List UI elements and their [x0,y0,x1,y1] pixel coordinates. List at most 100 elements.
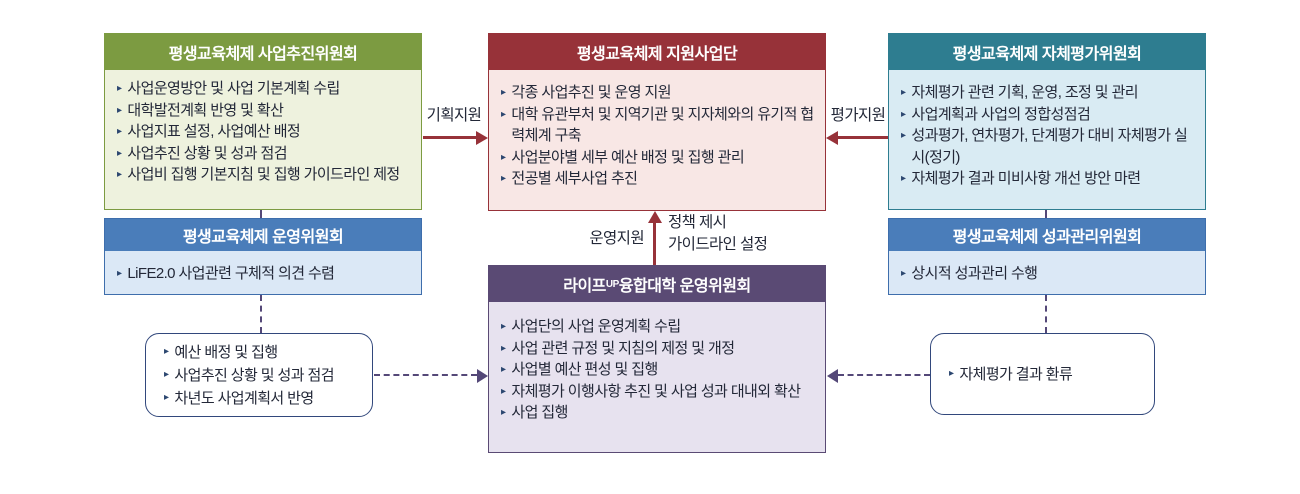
list-item: ▸ 사업단의 사업 운영계획 수립 [501,316,815,338]
connector-promotion-operating [260,210,262,218]
bullet-icon: ▸ [501,364,506,375]
bullet-icon: ▸ [901,173,906,184]
bullet-icon: ▸ [164,368,169,380]
item-text: 사업단의 사업 운영계획 수립 [511,318,681,335]
list-item: ▸ 자체평가 관련 기획, 운영, 조정 및 관리 [901,82,1195,104]
connector-budget-lifeup-head-icon [477,368,488,383]
note-budget: ▸ 예산 배정 및 집행 ▸ 사업추진 상황 및 성과 점검 ▸차년도 사업계획서 반영 [145,333,373,417]
bullet-icon: ▸ [501,151,506,163]
connector-operating-budget-dashed [260,295,262,333]
label-policy-line2: 가이드라인 설정 [668,236,768,253]
box-operating-committee: 평생교육체제 운영위원회 ▸ LiFE2.0 사업관련 구체적 의견 수렴 [104,218,422,295]
bullet-icon: ▸ [117,126,122,137]
connector-feedback-lifeup-dashed [838,374,930,376]
label-operation-support: 운영지원 [589,230,644,247]
box-performance-list: ▸상시적 성과관리 수행 [889,251,1205,294]
item-text: 전공별 세부사업 추진 [511,170,638,187]
item-text: 대학발전계획 반영 및 확산 [127,101,284,119]
bullet-icon: ▸ [501,321,506,332]
list-item: ▸차년도 사업계획서 반영 [164,387,362,410]
bullet-icon: ▸ [117,267,122,279]
list-item: ▸ 사업지표 설정, 사업예산 배정 [117,121,411,143]
item-text: 사업분야별 세부 예산 배정 및 집행 관리 [511,148,745,166]
item-text: 사업비 집행 기본지침 및 집행 가이드라인 제정 [127,166,400,183]
list-item: ▸ 각종 사업추진 및 운영 지원 [501,82,815,104]
box-lifeup-title-suffix: 융합대학 운영위원회 [618,278,751,295]
item-text: LiFE2.0 사업관련 구체적 의견 수렴 [127,264,335,282]
list-item: ▸ 사업운영방안 및 사업 기본계획 수립 [117,78,411,100]
box-support-group: 평생교육체제 지원사업단 ▸ 각종 사업추진 및 운영 지원 ▸대학 유관부처 및 … [488,33,826,211]
note-feedback-list: ▸ 자체평가 결과 환류 [949,363,1144,386]
arrow-planning-line [423,136,478,139]
bullet-icon: ▸ [901,130,906,141]
bullet-icon: ▸ [949,367,954,379]
bullet-icon: ▸ [501,407,506,418]
bullet-icon: ▸ [117,104,122,116]
list-item: ▸ 성과평가, 연차평가, 단계평가 대비 자체평가 실시(정기) [901,125,1195,168]
bullet-icon: ▸ [901,108,906,120]
item-text: 자체평가 결과 환류 [959,365,1073,383]
list-item: ▸ 자체평가 결과 환류 [949,363,1144,386]
connector-selfeval-performance [1045,210,1047,218]
box-promotion-list: ▸ 사업운영방안 및 사업 기본계획 수립 ▸ 대학발전계획 반영 및 확산 ▸ 사업지표… [105,70,421,209]
box-operating-title: 평생교육체제 운영위원회 [105,219,421,251]
list-item: ▸ 사업추진 상황 및 성과 점검 [164,364,362,387]
connector-feedback-lifeup-head-icon [827,368,838,383]
box-promotion-committee: 평생교육체제 사업추진위원회 ▸ 사업운영방안 및 사업 기본계획 수립 ▸ 대학발전… [104,33,422,210]
arrow-evaluation-head-icon [826,130,838,145]
list-item: ▸ 자체평가 결과 미비사항 개선 방안 마련 [901,168,1195,190]
box-self-eval-title: 평생교육체제 자체평가위원회 [889,34,1205,70]
bullet-icon: ▸ [501,342,506,354]
label-planning-support: 기획지원 [426,107,482,124]
bullet-icon: ▸ [164,345,169,357]
bullet-icon: ▸ [901,87,906,98]
item-text: 사업계획과 사업의 정합성점검 [911,105,1091,123]
box-lifeup-title-prefix: 라이프 [563,278,606,295]
item-text: 사업추진 상황 및 성과 점검 [127,144,287,162]
arrow-operation-head-icon [647,211,662,223]
bullet-icon: ▸ [501,173,506,184]
list-item: ▸ 대학발전계획 반영 및 확산 [117,100,411,122]
box-lifeup-list: ▸사업단의 사업 운영계획 수립▸사업 관련 규정 및 지침의 제정 및 개정▸… [489,302,825,452]
connector-performance-feedback-dashed [1045,295,1047,333]
box-performance-title: 평생교육체제 성과관리위원회 [889,219,1205,251]
bullet-icon: ▸ [164,391,169,403]
box-self-eval-committee: 평생교육체제 자체평가위원회 ▸자체평가 관련 기획, 운영, 조정 및 관리▸… [888,33,1206,210]
bullet-icon: ▸ [117,83,122,94]
bullet-icon: ▸ [117,147,122,159]
label-policy: 정책 제시 가이드라인 설정 [668,212,768,256]
list-item: ▸대학 유관부처 및 지역기관 및 지자체와의 유기적 협력체계 구축 [501,104,815,147]
list-item: ▸ LiFE2.0 사업관련 구체적 의견 수렴 [117,263,411,285]
item-text: 사업 관련 규정 및 지침의 제정 및 개정 [511,339,735,357]
list-item: ▸상시적 성과관리 수행 [901,263,1195,285]
arrow-evaluation-line [838,136,888,139]
list-item: ▸ 사업분야별 세부 예산 배정 및 집행 관리 [501,147,815,169]
bullet-icon: ▸ [501,87,506,98]
box-promotion-title: 평생교육체제 사업추진위원회 [105,34,421,70]
bullet-icon: ▸ [501,108,506,120]
label-policy-line1: 정책 제시 [668,214,727,231]
item-text: 사업지표 설정, 사업예산 배정 [127,123,301,140]
box-lifeup-title-sup: UP [605,278,619,290]
item-text: 자체평가 결과 미비사항 개선 방안 마련 [911,170,1141,187]
item-text: 사업 집행 [511,404,568,421]
bullet-icon: ▸ [117,169,122,180]
item-text: 예산 배정 및 집행 [174,343,278,361]
list-item: ▸사업별 예산 편성 및 집행 [501,359,815,381]
item-text: 사업추진 상황 및 성과 점검 [174,366,334,384]
list-item: ▸ 예산 배정 및 집행 [164,341,362,364]
bullet-icon: ▸ [901,267,906,279]
connector-budget-lifeup-dashed [374,374,477,376]
item-text: 성과평가, 연차평가, 단계평가 대비 자체평가 실시(정기) [911,127,1188,166]
list-item: ▸ 사업비 집행 기본지침 및 집행 가이드라인 제정 [117,164,411,186]
box-operating-list: ▸ LiFE2.0 사업관련 구체적 의견 수렴 [105,251,421,294]
item-text: 자체평가 관련 기획, 운영, 조정 및 관리 [911,84,1138,101]
box-support-title: 평생교육체제 지원사업단 [489,34,825,70]
list-item: ▸ 사업 집행 [501,402,815,424]
item-text: 사업운영방안 및 사업 기본계획 수립 [127,80,340,97]
item-text: 각종 사업추진 및 운영 지원 [511,84,671,101]
arrow-operation-line [653,221,656,265]
box-self-eval-list: ▸ 자체평가 관련 기획, 운영, 조정 및 관리 ▸ 사업계획과 사업의 정합성점검… [889,70,1205,209]
